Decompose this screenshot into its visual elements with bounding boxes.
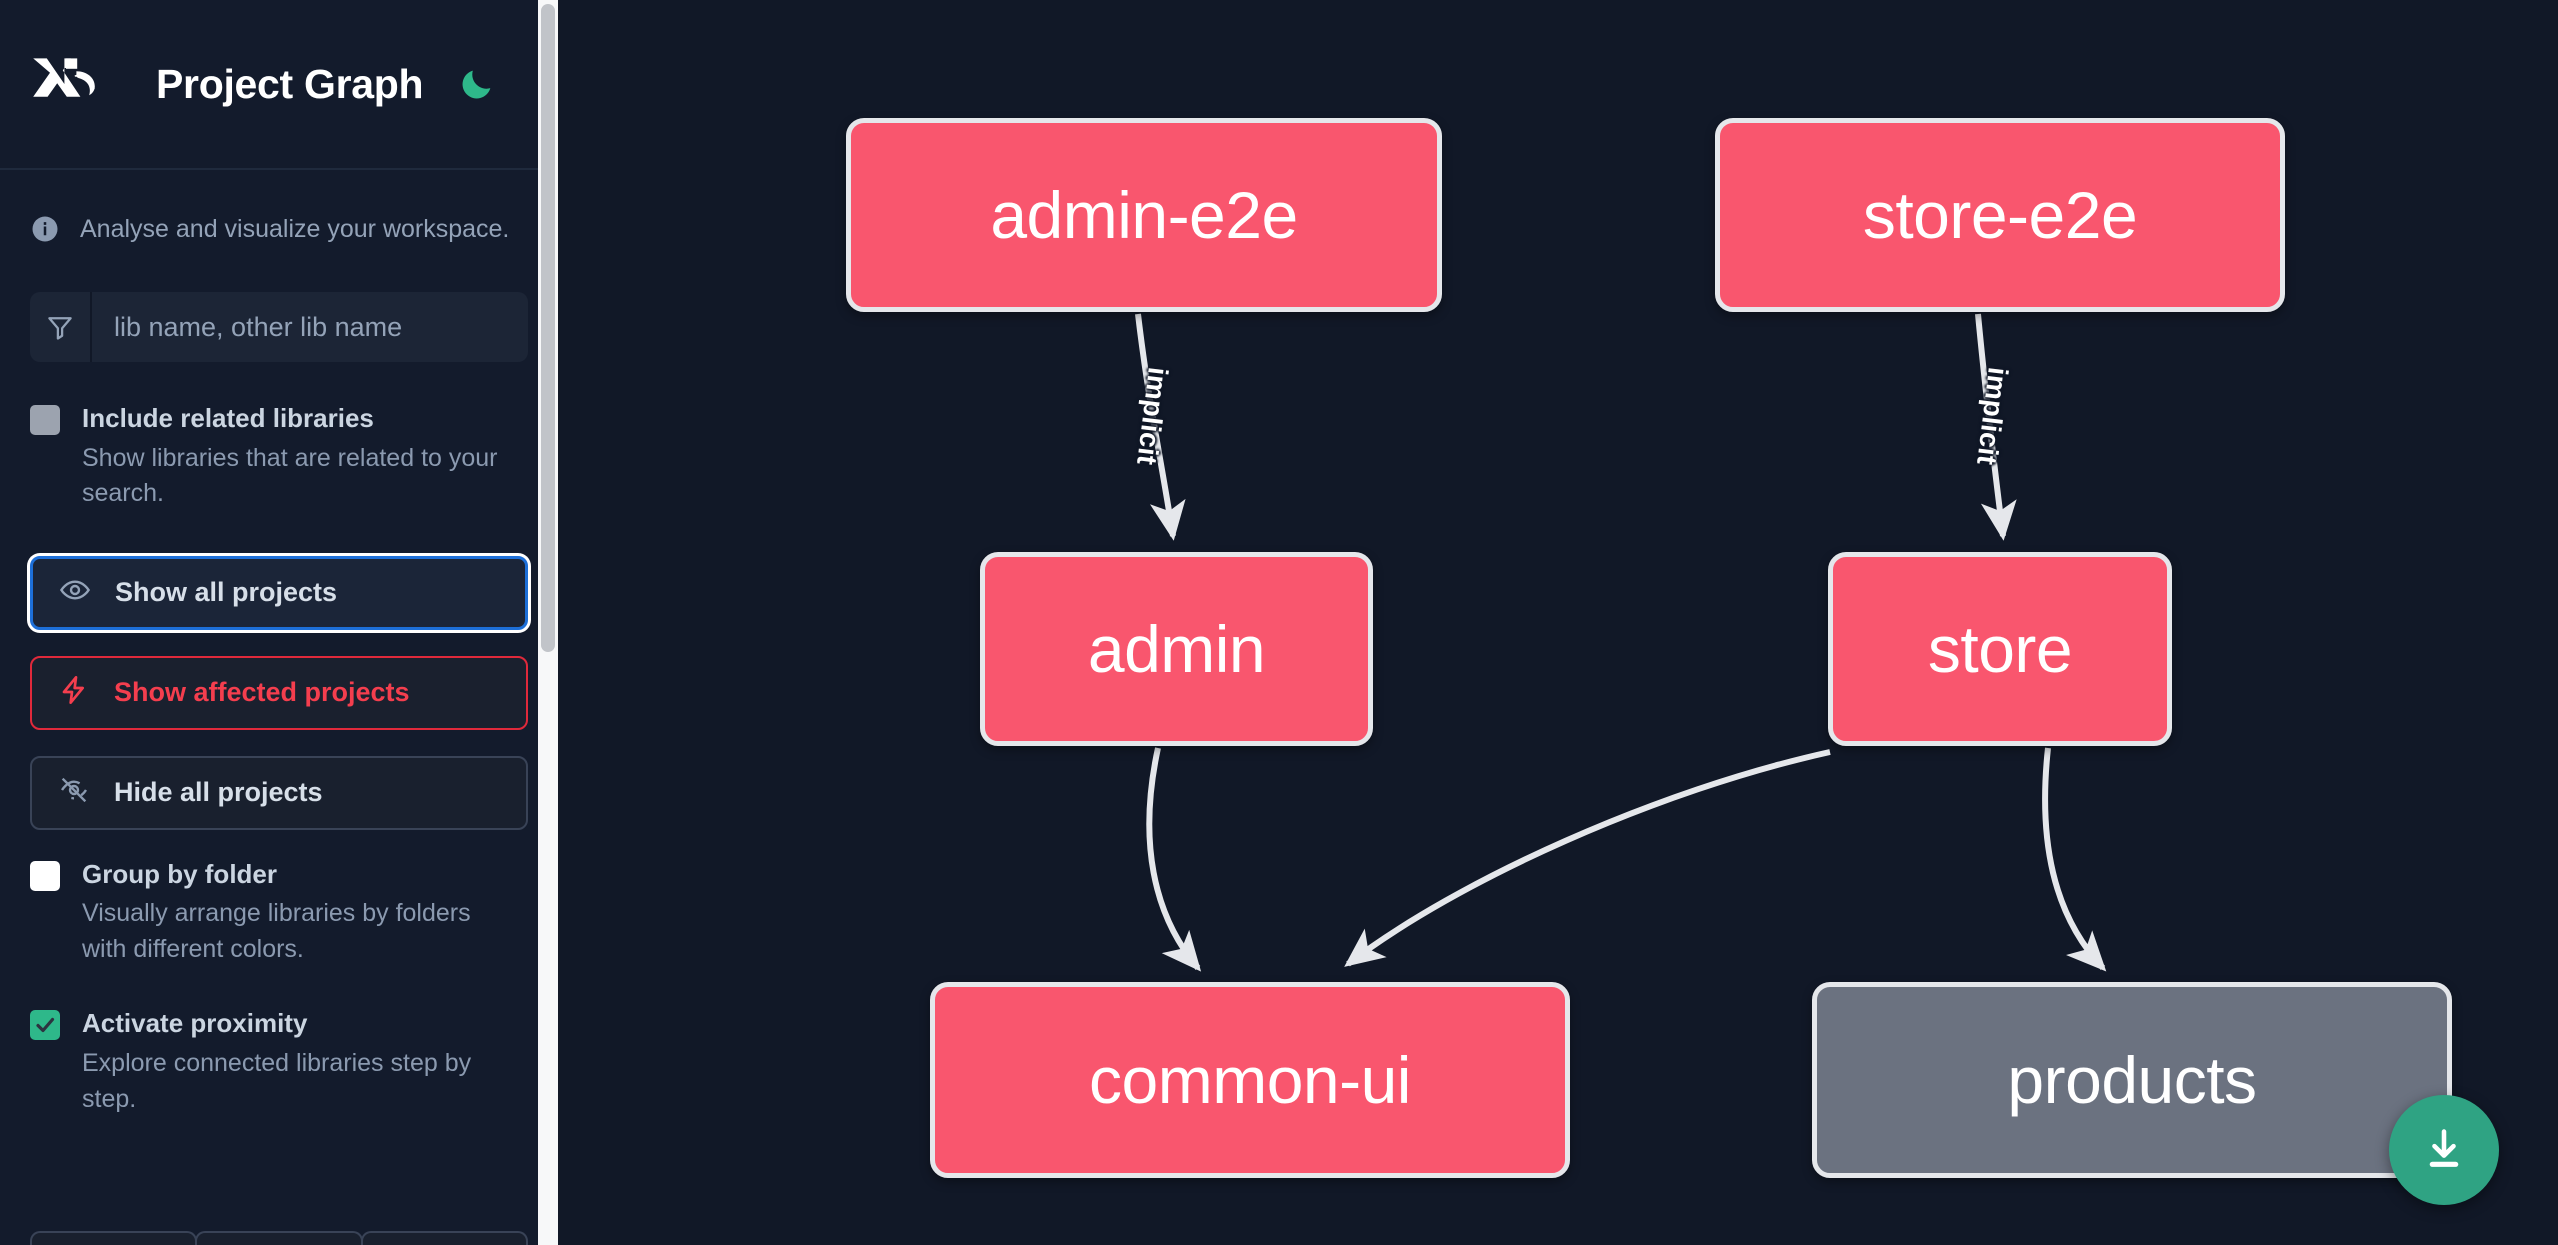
edge-store-to-products <box>2042 747 2107 972</box>
filter-icon <box>30 292 92 362</box>
tagline-text: Analyse and visualize your workspace. <box>80 214 510 243</box>
option-group-by-folder[interactable]: Group by folder Visually arrange librari… <box>0 856 558 968</box>
partial-button-right[interactable] <box>360 1231 528 1245</box>
sidebar-scrollbar[interactable] <box>538 0 558 1245</box>
node-label: common-ui <box>1089 1043 1411 1117</box>
search-bar <box>30 292 528 362</box>
option-description: Explore connected libraries step by step… <box>82 1049 472 1113</box>
node-label: store-e2e <box>1862 178 2138 252</box>
option-activate-proximity[interactable]: Activate proximity Explore connected lib… <box>0 1005 558 1117</box>
sidebar-header: Project Graph <box>0 0 558 170</box>
show-all-projects-label: Show all projects <box>115 577 338 608</box>
edge-store-e2e-to-store <box>1975 313 2017 541</box>
graph-canvas[interactable]: implicit implicit admin-e2e store-e2e ad… <box>558 0 2558 1245</box>
partial-button-left[interactable] <box>30 1231 198 1245</box>
node-label: products <box>2007 1043 2257 1117</box>
option-label: Include related libraries <box>82 403 374 433</box>
eye-off-icon <box>58 774 90 811</box>
checkbox-activate-proximity[interactable] <box>30 1010 60 1041</box>
lightning-icon <box>58 674 90 711</box>
graph-edges <box>1135 313 2107 972</box>
show-all-projects-button[interactable]: Show all projects <box>30 555 528 630</box>
visibility-button-group: Show all projects Show affected projects <box>0 555 558 830</box>
option-description: Show libraries that are related to your … <box>82 443 498 508</box>
partial-button-middle[interactable] <box>195 1231 363 1245</box>
download-image-button[interactable] <box>2389 1095 2499 1205</box>
sidebar-scrollbar-thumb[interactable] <box>541 4 555 652</box>
edge-admin-e2e-to-admin <box>1135 313 1186 541</box>
graph-node-common-ui[interactable]: common-ui <box>930 982 1570 1178</box>
nx-logo-icon <box>30 51 126 117</box>
eye-icon <box>59 574 91 611</box>
graph-node-store-e2e[interactable]: store-e2e <box>1715 118 2285 312</box>
option-include-related-libraries[interactable]: Include related libraries Show libraries… <box>0 400 558 512</box>
checkbox-group-by-folder[interactable] <box>30 860 60 891</box>
edge-store-to-common-ui <box>1344 749 1831 967</box>
hide-all-projects-label: Hide all projects <box>114 777 323 808</box>
node-label: admin <box>1087 612 1266 686</box>
download-icon <box>2429 1129 2459 1167</box>
sidebar: Project Graph Analyse and visualize your… <box>0 0 558 1245</box>
info-icon <box>30 214 60 244</box>
hide-all-projects-button[interactable]: Hide all projects <box>30 755 528 830</box>
partial-button-group[interactable] <box>30 1231 528 1245</box>
tagline: Analyse and visualize your workspace. <box>0 170 558 244</box>
graph-node-admin-e2e[interactable]: admin-e2e <box>846 118 1442 312</box>
node-label: admin-e2e <box>990 178 1298 252</box>
show-affected-projects-button[interactable]: Show affected projects <box>30 655 528 730</box>
option-description: Visually arrange libraries by folders wi… <box>82 899 471 963</box>
checkbox-include-related-libraries[interactable] <box>30 405 60 435</box>
search-input[interactable] <box>92 292 528 362</box>
graph-node-store[interactable]: store <box>1828 552 2172 746</box>
edge-admin-to-common-ui <box>1146 747 1202 972</box>
graph-node-products[interactable]: products <box>1812 982 2452 1178</box>
graph-node-admin[interactable]: admin <box>980 552 1373 746</box>
option-label: Activate proximity <box>82 1008 308 1039</box>
option-label: Group by folder <box>82 858 277 889</box>
page-title: Project Graph <box>156 60 424 107</box>
node-label: store <box>1927 612 2073 686</box>
show-affected-projects-label: Show affected projects <box>114 677 410 708</box>
moon-icon[interactable] <box>455 62 499 106</box>
